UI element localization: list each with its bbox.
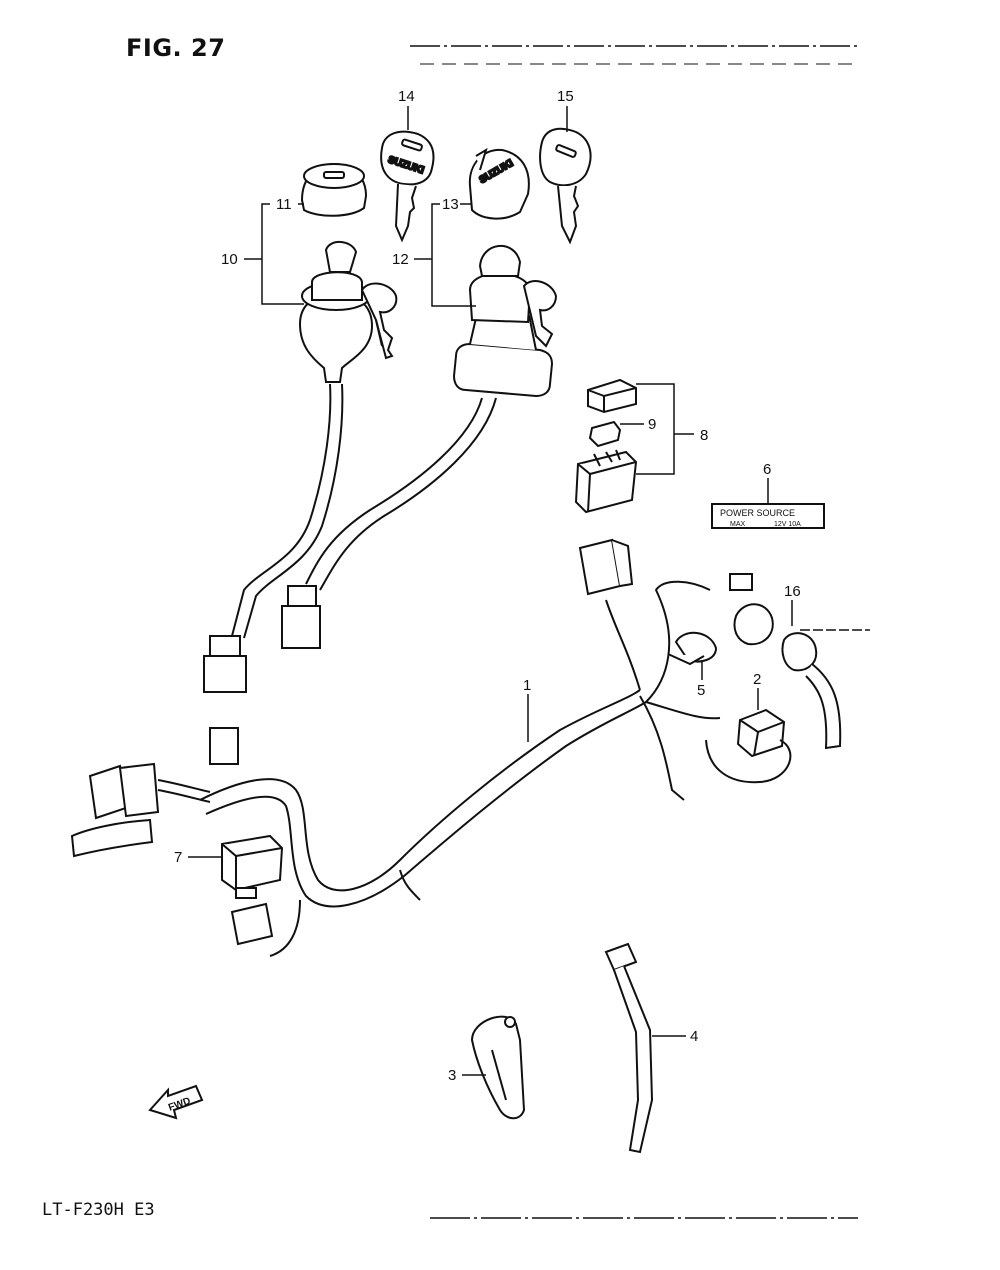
- part-4-cable-tie: [604, 942, 654, 1154]
- part-11-cap: [300, 162, 368, 217]
- power-label-max: MAX: [730, 521, 746, 528]
- part-7-relay: [221, 834, 284, 946]
- harness-top-connector: [578, 538, 634, 596]
- part-6-power-label: POWER SOURCE MAX 12V 10A: [711, 503, 825, 529]
- switch-connectors: [203, 585, 321, 693]
- callout-3: 3: [448, 1067, 456, 1084]
- callout-6: 6: [763, 461, 771, 478]
- leader-lines: [188, 106, 870, 1076]
- part-12-ignition-switch: [452, 245, 558, 398]
- figure-title: FIG. 27: [126, 34, 226, 62]
- part-15-key: [539, 127, 592, 245]
- part-10-ignition-switch: [298, 241, 398, 383]
- callout-10: 10: [221, 251, 238, 268]
- callout-2: 2: [753, 671, 761, 688]
- harness-left-connectors: [70, 727, 239, 858]
- part-5-clamp: [667, 632, 718, 666]
- callout-7: 7: [174, 849, 182, 866]
- callout-12: 12: [392, 251, 409, 268]
- power-label-rating: 12V 10A: [774, 521, 801, 528]
- switch-cables: [231, 383, 497, 639]
- callout-1: 1: [523, 677, 531, 694]
- part-16-socket: [729, 573, 842, 750]
- fwd-arrow-icon: FWD: [148, 1084, 204, 1120]
- power-label-line1: POWER SOURCE: [720, 508, 795, 518]
- callout-14: 14: [398, 88, 415, 105]
- model-code: LT-F230H E3: [42, 1200, 155, 1220]
- callout-4: 4: [690, 1028, 698, 1045]
- callout-11: 11: [276, 196, 292, 213]
- callout-8: 8: [700, 427, 708, 444]
- part-3-bracket: [470, 1015, 526, 1120]
- callout-numbers: 14 15 11 10 13 12 8 9 6 16 5 2 1 7 3 4: [174, 88, 801, 1084]
- callout-13: 13: [442, 196, 459, 213]
- part-8-relay: [574, 378, 638, 514]
- part-14-key: SUZUKI: [380, 130, 435, 243]
- callout-15: 15: [557, 88, 574, 105]
- part-1-main-harness: [199, 580, 721, 957]
- callout-16: 16: [784, 583, 801, 600]
- part-2-connector: [705, 708, 792, 784]
- part-13-knob: SUZUKI: [468, 147, 530, 220]
- callout-9: 9: [648, 416, 656, 433]
- callout-5: 5: [697, 682, 705, 699]
